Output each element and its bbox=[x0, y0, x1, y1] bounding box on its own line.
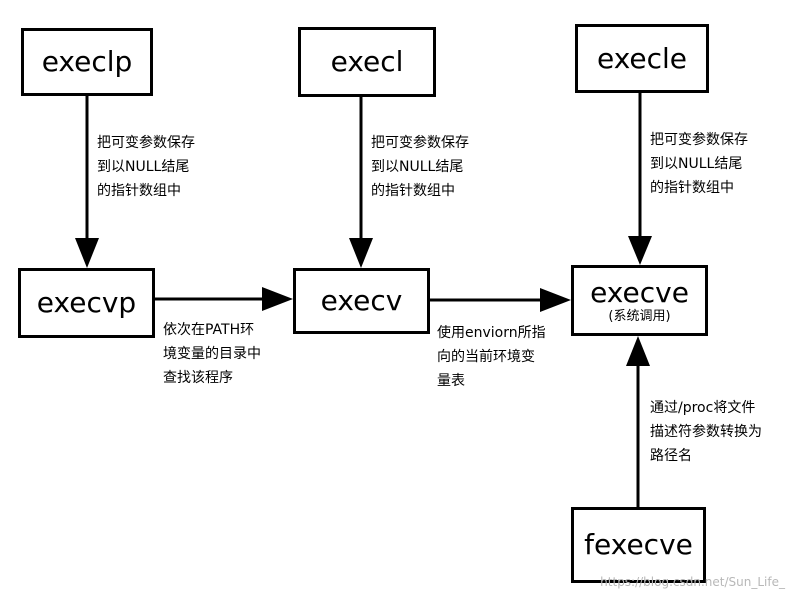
note-line: 使用enviorn所指 bbox=[437, 325, 546, 341]
note-execl-to-execv: 把可变参数保存 到以NULL结尾 的指针数组中 bbox=[371, 131, 469, 203]
arrow-execle-to-execve bbox=[628, 93, 652, 265]
execve-sublabel: (系统调用) bbox=[608, 308, 671, 324]
note-line: 到以NULL结尾 bbox=[371, 159, 464, 175]
note-line: 查找该程序 bbox=[163, 370, 233, 386]
fexecve-box: fexecve bbox=[571, 507, 706, 583]
execvp-box: execvp bbox=[18, 268, 155, 338]
note-fexecve-to-execve: 通过/proc将文件 描述符参数转换为 路径名 bbox=[650, 396, 762, 468]
arrow-execlp-to-execvp bbox=[75, 96, 99, 268]
note-line: 依次在PATH环 bbox=[163, 322, 255, 338]
note-line: 境变量的目录中 bbox=[163, 346, 261, 362]
execl-box: execl bbox=[298, 27, 436, 97]
arrow-execvp-to-execv bbox=[155, 287, 293, 311]
note-line: 的指针数组中 bbox=[650, 180, 734, 196]
note-line: 把可变参数保存 bbox=[97, 135, 195, 151]
note-execvp-to-execv: 依次在PATH环 境变量的目录中 查找该程序 bbox=[163, 318, 261, 390]
note-line: 把可变参数保存 bbox=[371, 135, 469, 151]
note-line: 的指针数组中 bbox=[97, 183, 181, 199]
execvp-label: execvp bbox=[36, 286, 137, 319]
execle-box: execle bbox=[575, 24, 709, 93]
note-line: 到以NULL结尾 bbox=[97, 159, 190, 175]
fexecve-label: fexecve bbox=[584, 528, 693, 561]
note-line: 量表 bbox=[437, 373, 465, 389]
execv-box: execv bbox=[293, 268, 430, 334]
note-line: 向的当前环境变 bbox=[437, 349, 535, 365]
note-line: 通过/proc将文件 bbox=[650, 400, 756, 416]
arrow-fexecve-to-execve bbox=[626, 336, 650, 507]
execv-label: execv bbox=[320, 284, 403, 317]
note-execv-to-execve: 使用enviorn所指 向的当前环境变 量表 bbox=[437, 321, 546, 393]
note-line: 路径名 bbox=[650, 448, 692, 464]
execle-label: execle bbox=[596, 41, 688, 75]
note-execle-to-execve: 把可变参数保存 到以NULL结尾 的指针数组中 bbox=[650, 128, 748, 200]
note-line: 描述符参数转换为 bbox=[650, 424, 762, 440]
execl-label: execl bbox=[330, 45, 404, 78]
execlp-box: execlp bbox=[21, 28, 153, 96]
arrow-execv-to-execve bbox=[430, 288, 571, 312]
execlp-label: execlp bbox=[41, 45, 133, 78]
note-line: 把可变参数保存 bbox=[650, 132, 748, 148]
note-execlp-to-execvp: 把可变参数保存 到以NULL结尾 的指针数组中 bbox=[97, 131, 195, 203]
execve-box: execve (系统调用) bbox=[571, 265, 708, 336]
arrow-execl-to-execv bbox=[349, 97, 373, 268]
watermark: https://blog.csdn.net/Sun_Life_ bbox=[600, 575, 785, 589]
note-line: 到以NULL结尾 bbox=[650, 156, 743, 172]
note-line: 的指针数组中 bbox=[371, 183, 455, 199]
execve-label: execve bbox=[590, 275, 689, 309]
